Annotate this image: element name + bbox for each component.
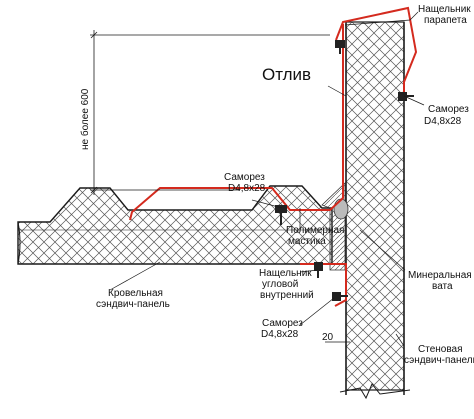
wall-panel-label: Стеновая сэндвич-панель <box>404 344 474 366</box>
parapet-flashing-label: Нащельник парапета <box>418 4 473 26</box>
height-dimension <box>90 30 330 195</box>
gap-label: 20 <box>322 332 334 343</box>
roof-panel-label: Кровельная сэндвич-панель <box>96 288 170 310</box>
screw-low <box>332 292 348 301</box>
inner-corner-label: Нащельник угловой внутренний <box>259 268 314 301</box>
polymer-sealant <box>333 198 349 220</box>
screw-right <box>398 92 414 101</box>
roof-sandwich-panel <box>17 185 333 265</box>
leader-lines <box>109 11 425 347</box>
screw-top <box>335 40 345 54</box>
screw-mid <box>275 205 287 225</box>
screw-mid-label: Саморез D4,8x28 <box>224 172 268 194</box>
sealant-label: Полимерная мастика <box>286 225 347 247</box>
screw-corner <box>314 262 323 278</box>
drip-flashing <box>129 24 344 221</box>
mineral-wool-label: Минеральная вата <box>408 270 474 292</box>
drip-label: Отлив <box>262 65 311 84</box>
screw-top-label: Саморез D4,8x28 <box>424 104 472 127</box>
wall-sandwich-panel <box>339 21 411 400</box>
parapet-flashing <box>335 6 418 94</box>
screw-low-label: Саморез D4,8x28 <box>261 318 306 340</box>
height-limit-label: не более 600 <box>79 88 91 150</box>
